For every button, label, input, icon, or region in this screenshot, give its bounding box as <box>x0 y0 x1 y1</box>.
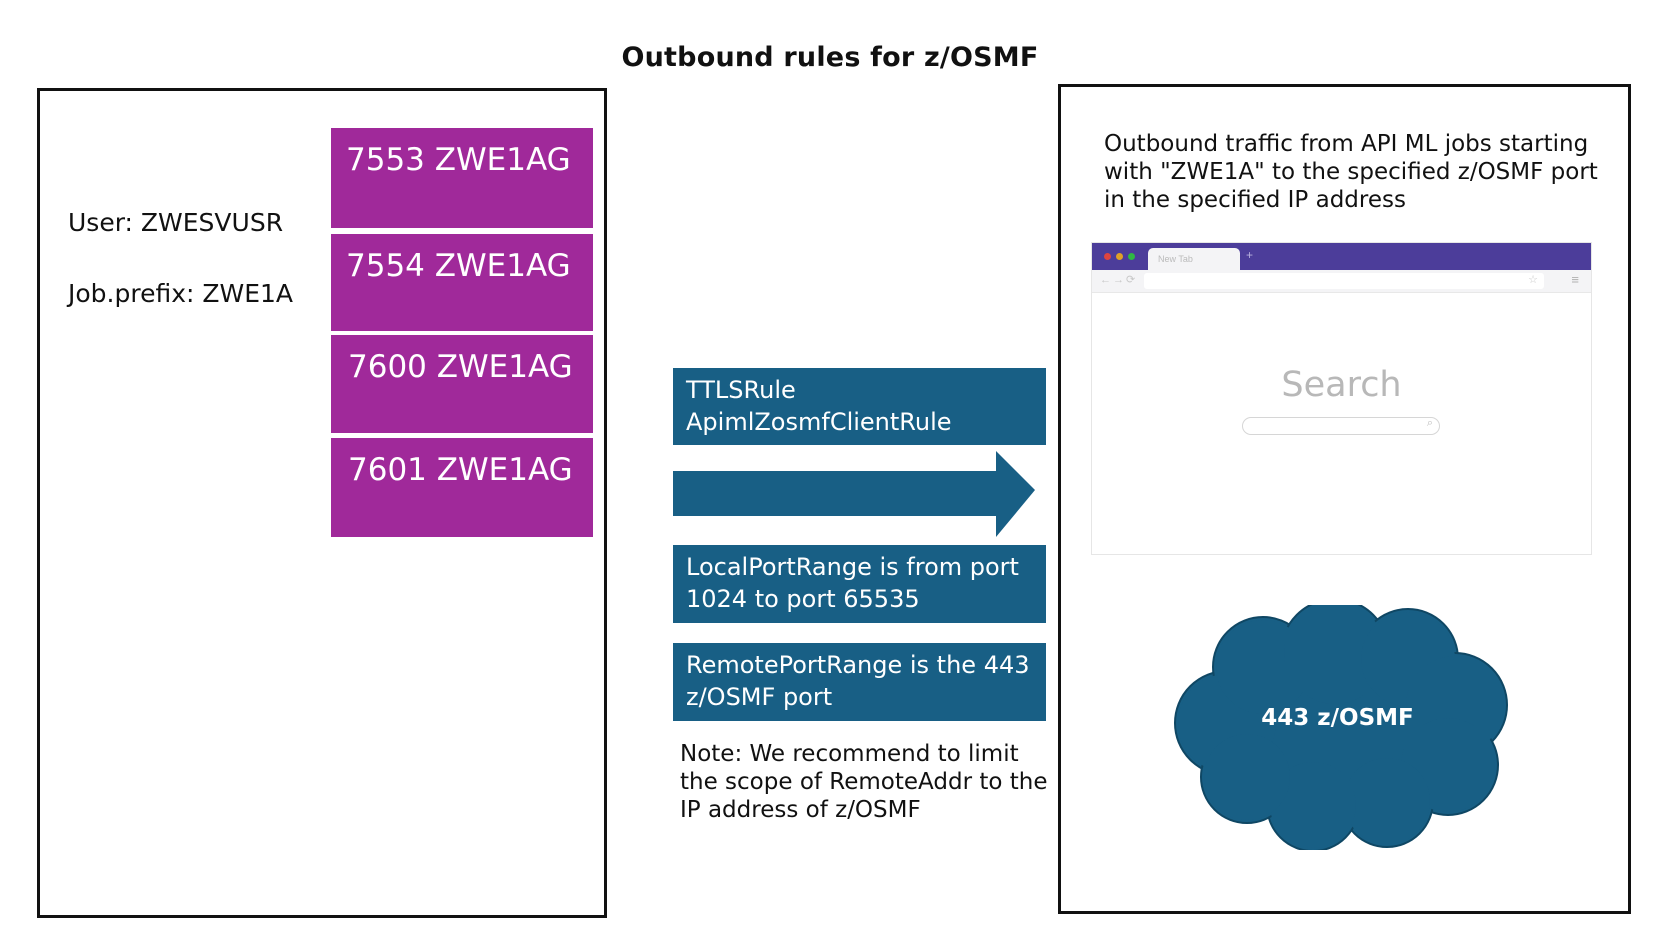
url-field: ☆ <box>1144 273 1544 289</box>
browser-icon: New Tab + ←→⟳ ☆ ≡ Search ⌕ <box>1091 242 1592 555</box>
ttls-rule-keyword: TTLSRule <box>686 376 796 404</box>
remote-port-range-box: RemotePortRange is the 443 z/OSMF port <box>673 643 1046 721</box>
browser-tab: New Tab <box>1148 248 1240 270</box>
browser-address-bar: ←→⟳ ☆ ≡ <box>1092 270 1591 293</box>
cloud-label: 443 z/OSMF <box>1261 705 1414 731</box>
diagram-title: Outbound rules for z/OSMF <box>621 42 1039 73</box>
arrow-right-icon <box>673 451 1035 537</box>
search-heading: Search <box>1281 365 1402 405</box>
new-tab-icon: + <box>1246 248 1254 262</box>
user-label: User: ZWESVUSR <box>68 208 284 237</box>
close-dot-icon <box>1104 253 1111 260</box>
port-entry-7553: 7553 ZWE1AG <box>331 128 593 228</box>
menu-icon: ≡ <box>1571 272 1579 287</box>
maximize-dot-icon <box>1128 253 1135 260</box>
navigation-icons: ←→⟳ <box>1100 274 1138 286</box>
ttls-rule-box: TTLSRule ApimlZosmfClientRule <box>673 368 1046 445</box>
cloud-icon <box>1174 605 1508 850</box>
port-entry-7601: 7601 ZWE1AG <box>331 438 593 537</box>
star-icon: ☆ <box>1528 274 1538 286</box>
recommendation-note: Note: We recommend to limit the scope of… <box>680 741 1048 823</box>
minimize-dot-icon <box>1116 253 1123 260</box>
port-entry-7600: 7600 ZWE1AG <box>331 335 593 433</box>
traffic-description: Outbound traffic from API ML jobs starti… <box>1104 131 1598 213</box>
search-input: ⌕ <box>1242 417 1440 435</box>
port-entry-7554: 7554 ZWE1AG <box>331 234 593 331</box>
browser-title-bar: New Tab + <box>1092 243 1591 270</box>
local-port-range-box: LocalPortRange is from port 1024 to port… <box>673 545 1046 623</box>
ttls-rule-name: ApimlZosmfClientRule <box>686 408 952 436</box>
search-icon: ⌕ <box>1426 417 1433 429</box>
job-prefix-label: Job.prefix: ZWE1A <box>68 279 294 308</box>
